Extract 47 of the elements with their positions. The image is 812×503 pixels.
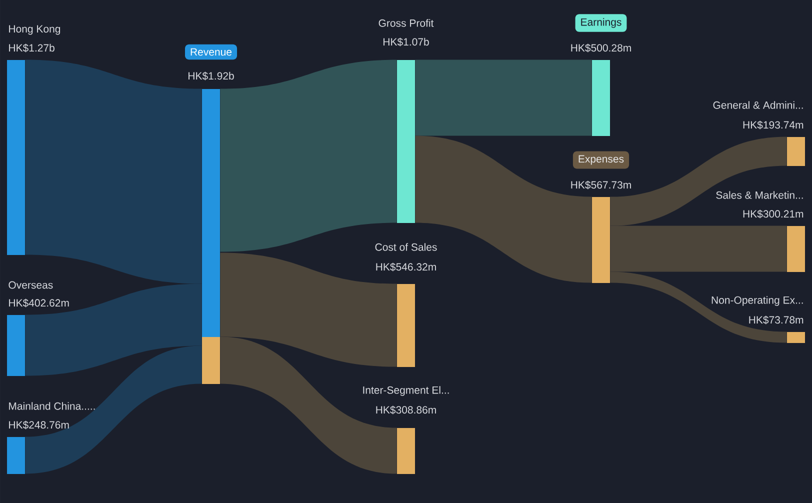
value-label: HK$567.73m — [571, 180, 631, 190]
value-label: HK$1.07b — [384, 38, 429, 46]
flow-band — [220, 336, 397, 474]
flow-band — [25, 60, 202, 284]
value-label: HK$308.86m — [376, 406, 436, 414]
value-label: HK$193.74m — [743, 120, 804, 130]
flow-band — [25, 284, 202, 376]
flow-band — [25, 346, 202, 474]
value-label: HK$1.92b — [188, 72, 234, 80]
bar — [397, 284, 415, 367]
bar — [7, 60, 25, 255]
bar — [397, 60, 415, 223]
node-label: Inter-Segment El... — [363, 386, 449, 396]
category-badge: Expenses — [572, 151, 630, 169]
value-label: HK$402.62m — [9, 298, 69, 308]
node-label: General & Admini... — [713, 101, 803, 109]
bar — [7, 315, 25, 376]
node-label: Gross Profit — [378, 19, 434, 27]
category-badge: Revenue — [185, 44, 238, 60]
bar — [397, 428, 415, 474]
node-label: Hong Kong — [9, 25, 60, 35]
flow-band — [415, 136, 592, 283]
bar — [787, 332, 805, 343]
value-label: HK$300.21m — [743, 210, 804, 218]
node-label: Cost of Sales — [375, 243, 437, 251]
flow-band — [220, 252, 397, 367]
value-label: HK$73.78m — [749, 316, 804, 324]
category-badge: Earnings — [575, 14, 627, 32]
node-label: Overseas — [8, 281, 53, 289]
flow-band — [610, 136, 787, 226]
bar — [592, 60, 610, 136]
value-label: HK$500.28m — [571, 44, 631, 52]
bar — [202, 89, 220, 384]
bar — [787, 226, 805, 272]
flow-band — [220, 60, 397, 252]
bar — [787, 137, 805, 166]
flow-band — [415, 60, 592, 136]
value-label: HK$546.32m — [376, 262, 436, 272]
node-label: Non-Operating Ex... — [712, 296, 803, 306]
bar — [592, 197, 610, 283]
node-label: Sales & Marketin... — [716, 191, 803, 199]
node-label: Mainland China..... — [9, 402, 95, 410]
value-label: HK$248.76m — [9, 420, 69, 430]
bar — [7, 436, 25, 474]
flow-band — [610, 272, 787, 343]
value-label: HK$1.27b — [9, 44, 54, 52]
flow-band — [610, 226, 787, 272]
